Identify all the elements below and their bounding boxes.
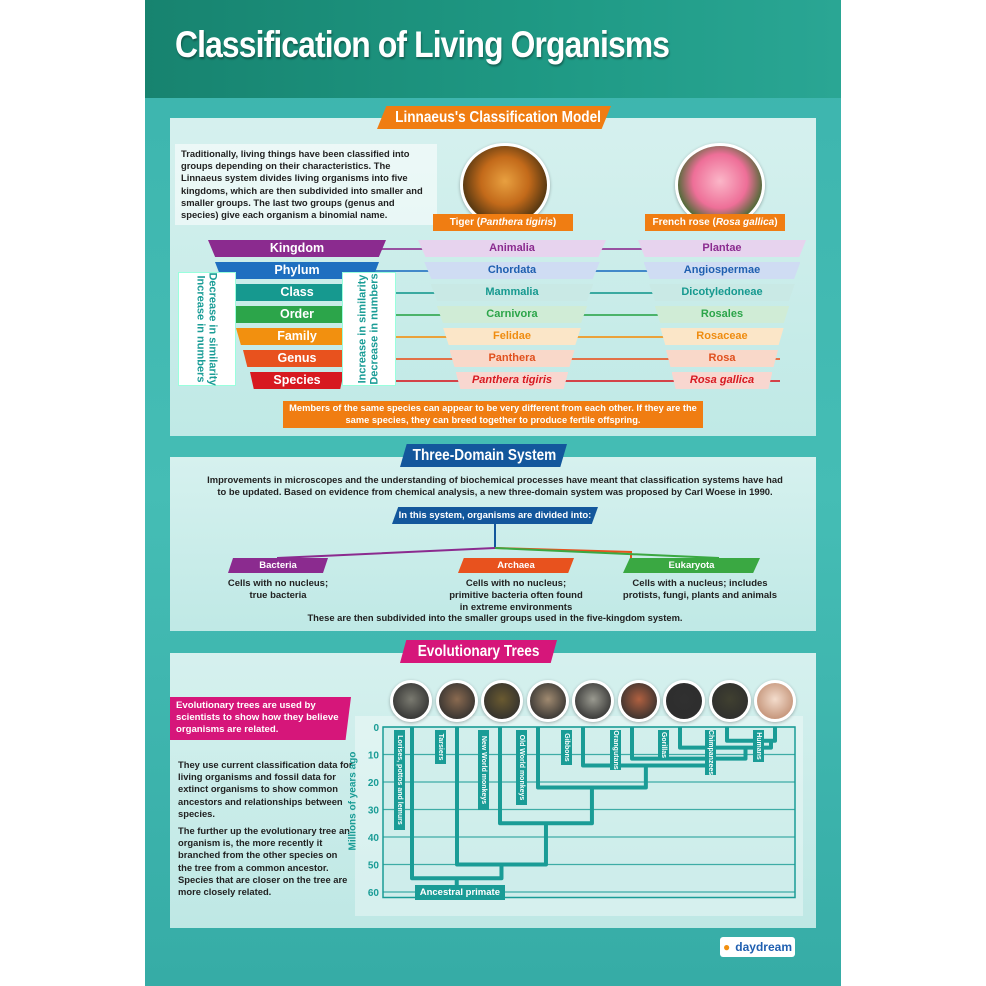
linnaeus-title: Linnaeus's Classification Model xyxy=(377,106,611,129)
tiger-genus: Panthera xyxy=(449,350,575,367)
tree-branch xyxy=(630,727,748,761)
tiger-class: Mammalia xyxy=(430,284,594,301)
animal-photo xyxy=(663,680,705,722)
tiger-species: Panthera tigiris xyxy=(455,372,569,389)
y-tick-label: 30 xyxy=(368,806,380,817)
animal-photo xyxy=(708,680,751,722)
y-tick-label: 20 xyxy=(368,778,380,789)
rank-class: Class xyxy=(222,284,372,301)
y-tick-label: 50 xyxy=(368,861,380,872)
divided-into-label: In this system, organisms are divided in… xyxy=(392,507,598,524)
animal-photo xyxy=(390,680,432,722)
left-arrow-line1: Decrease in similarity xyxy=(207,272,219,386)
tree-y-axis-label: Millions of years ago xyxy=(347,751,359,851)
domain-intro: Improvements in microscopes and the unde… xyxy=(207,474,783,498)
species-note: Members of the same species can appear t… xyxy=(283,401,703,428)
taxon-label: Gibbons xyxy=(561,729,572,765)
tiger-kingdom: Animalia xyxy=(418,240,606,257)
tiger-order: Carnivora xyxy=(436,306,588,323)
left-arrow-line2: Increase in numbers xyxy=(195,275,207,383)
taxon-name: New World monkeys xyxy=(480,735,487,804)
animal-photo xyxy=(435,680,478,722)
tiger-caption: Tiger (Panthera tigiris) xyxy=(433,214,573,231)
rose-phylum: Angiospermae xyxy=(643,262,801,279)
rank-kingdom: Kingdom xyxy=(208,240,386,257)
rank-phylum: Phylum xyxy=(215,262,379,279)
domain-desc-archaea: Cells with no nucleus; primitive bacteri… xyxy=(449,578,583,613)
linnaeus-intro: Traditionally, living things have been c… xyxy=(175,144,437,226)
evolution-para1: They use current classification data for… xyxy=(178,759,353,819)
rank-genus: Genus xyxy=(243,350,351,367)
rose-caption: French rose (Rosa gallica) xyxy=(645,214,785,231)
evolution-highlight: Evolutionary trees are used by scientist… xyxy=(170,697,351,740)
domain-panel xyxy=(170,457,816,631)
daydream-logo: ●daydream xyxy=(720,937,795,957)
y-tick-label: 10 xyxy=(368,751,380,762)
rose-family: Rosaceae xyxy=(660,328,784,345)
taxon-name: Old World monkeys xyxy=(518,734,525,801)
taxon-name: Gorillas xyxy=(660,731,667,758)
domain-desc-eukaryota: Cells with a nucleus; includes protists,… xyxy=(622,578,778,601)
tiger-family: Felidae xyxy=(443,328,581,345)
header-band xyxy=(145,0,841,98)
animal-photo xyxy=(526,680,569,722)
rank-family: Family xyxy=(236,328,358,345)
rose-order: Rosales xyxy=(654,306,790,323)
page-title: Classification of Living Organisms xyxy=(175,24,670,65)
y-tick-label: 40 xyxy=(368,833,380,844)
domain-eukaryota: Eukaryota xyxy=(623,558,760,573)
domain-title: Three-Domain System xyxy=(400,444,567,467)
taxon-label: Orangutans xyxy=(610,729,621,770)
taxon-label: Gorillas xyxy=(658,729,669,760)
domain-archaea: Archaea xyxy=(458,558,574,573)
taxon-name: Lorises, pottos and lemurs xyxy=(396,735,403,825)
taxon-label: Old World monkeys xyxy=(516,729,527,805)
rose-kingdom: Plantae xyxy=(638,240,806,257)
taxon-label: Tarsiers xyxy=(435,729,446,764)
taxon-name: Humans xyxy=(755,731,762,760)
taxon-name: Gibbons xyxy=(563,733,570,762)
rose-genus: Rosa xyxy=(666,350,778,367)
animal-photo xyxy=(754,680,796,722)
tiger-phylum: Chordata xyxy=(424,262,600,279)
animal-photo xyxy=(481,680,523,722)
taxon-name: Chimpanzees xyxy=(707,729,714,775)
logo-icon: ● xyxy=(723,940,731,954)
root-label: Ancestral primate xyxy=(414,885,505,900)
right-arrow-line2: Decrease in numbers xyxy=(369,273,381,385)
domain-footer: These are then subdivided into the small… xyxy=(307,612,683,623)
evolutionary-tree-chart: 0 10 20 30 40 50 60 xyxy=(368,723,796,899)
rose-class: Dicotyledoneae xyxy=(649,284,795,301)
rose-photo xyxy=(675,143,765,227)
evolution-title: Evolutionary Trees xyxy=(400,640,557,663)
animal-photo xyxy=(617,680,660,722)
taxon-name: Orangutans xyxy=(612,730,619,770)
y-tick-label: 0 xyxy=(373,723,379,734)
domain-bacteria: Bacteria xyxy=(228,558,328,573)
evolution-para2: The further up the evolutionary tree an … xyxy=(178,825,350,898)
domain-desc-bacteria: Cells with no nucleus; true bacteria xyxy=(227,578,329,601)
right-arrow-line1: Increase in similarity xyxy=(357,274,369,384)
rank-species: Species xyxy=(250,372,344,389)
rose-species: Rosa gallica xyxy=(671,372,773,389)
tree-branch xyxy=(678,727,773,750)
taxon-label: Lorises, pottos and lemurs xyxy=(394,729,405,830)
rank-order: Order xyxy=(229,306,365,323)
taxon-name: Tarsiers xyxy=(437,733,444,761)
y-tick-label: 60 xyxy=(368,888,380,899)
animal-photo xyxy=(572,680,614,722)
taxon-label: Humans xyxy=(753,729,764,762)
taxon-label: New World monkeys xyxy=(478,729,489,810)
rank-connector-line xyxy=(360,380,780,382)
tree-branch xyxy=(725,727,777,743)
taxon-label: Chimpanzees xyxy=(705,729,716,775)
